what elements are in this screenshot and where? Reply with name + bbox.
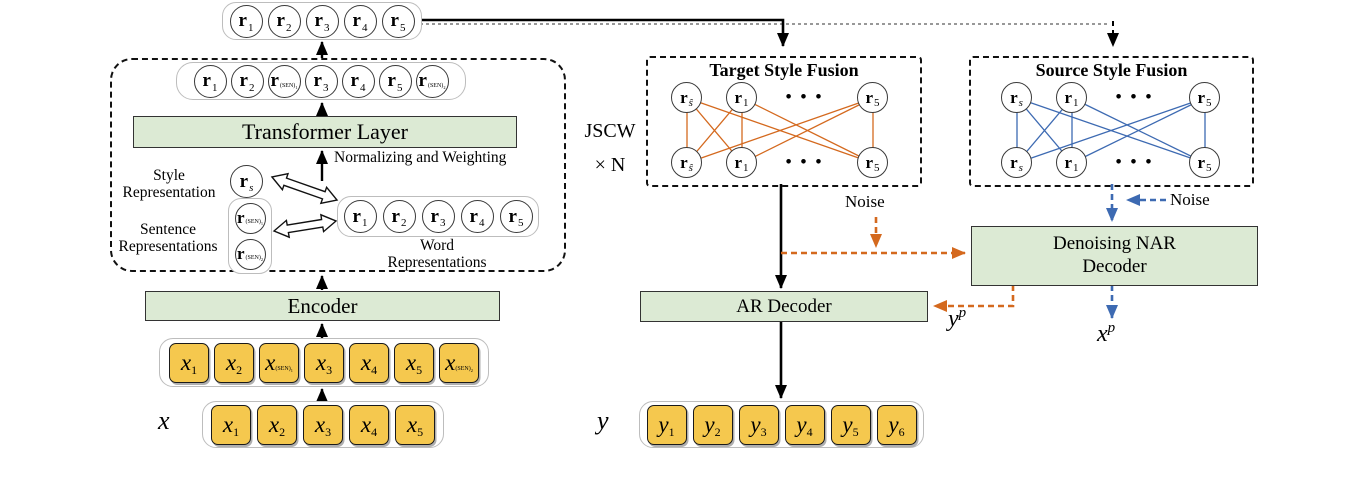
encoder-box: Encoder bbox=[145, 291, 500, 321]
transformer-layer-box: Transformer Layer bbox=[133, 116, 517, 148]
token-r-sen2: r(SEN)2 bbox=[234, 238, 266, 270]
x-input-label: x bbox=[158, 406, 170, 435]
y-output-label: y bbox=[597, 406, 609, 435]
ar-decoder-box: AR Decoder bbox=[640, 291, 928, 322]
double-arrow-style-word bbox=[270, 172, 339, 205]
normalizing-label: Normalizing and Weighting bbox=[334, 149, 507, 166]
token-x-sen2: x(SEN)2 bbox=[439, 342, 479, 383]
sentence-tokens-group: r(SEN)1 r(SEN)2 bbox=[228, 198, 272, 274]
token-r-sen1: r(SEN)1 bbox=[234, 202, 266, 234]
denoising-nar-decoder-box: Denoising NAR Decoder bbox=[971, 226, 1258, 286]
jscw-label: JSCW × N bbox=[584, 120, 636, 176]
double-arrow-sentence-word bbox=[272, 213, 338, 239]
yp-label: yp bbox=[948, 305, 967, 332]
token-r-sen1: r(SEN)1 bbox=[267, 64, 301, 98]
word-representations-label: Word Representations bbox=[387, 237, 487, 272]
noise-label-orange: Noise bbox=[845, 192, 885, 211]
noise-label-blue: Noise bbox=[1170, 190, 1210, 209]
style-representation-label: Style Representation bbox=[122, 167, 216, 202]
sentence-representations-label: Sentence Representations bbox=[118, 221, 218, 256]
arrow-to-target-fusion bbox=[417, 18, 789, 47]
jscw-module-box bbox=[110, 58, 566, 272]
ellipsis-dots: ••• bbox=[1115, 87, 1161, 106]
xp-label: xp bbox=[1097, 320, 1116, 347]
ellipsis-dots: ••• bbox=[785, 87, 831, 106]
source-style-fusion-title: Source Style Fusion bbox=[1035, 60, 1188, 80]
orange-arrow-nar-to-ar bbox=[933, 285, 1015, 312]
token-r-sen2: r(SEN)2 bbox=[415, 64, 449, 98]
token-x-sen1: x(SEN)1 bbox=[259, 342, 299, 383]
ellipsis-dots: ••• bbox=[785, 152, 831, 171]
source-style-fusion-box: Source Style Fusion bbox=[969, 56, 1254, 187]
target-style-fusion-box: Target Style Fusion bbox=[646, 56, 922, 187]
ellipsis-dots: ••• bbox=[1115, 152, 1161, 171]
target-style-fusion-title: Target Style Fusion bbox=[709, 60, 859, 80]
